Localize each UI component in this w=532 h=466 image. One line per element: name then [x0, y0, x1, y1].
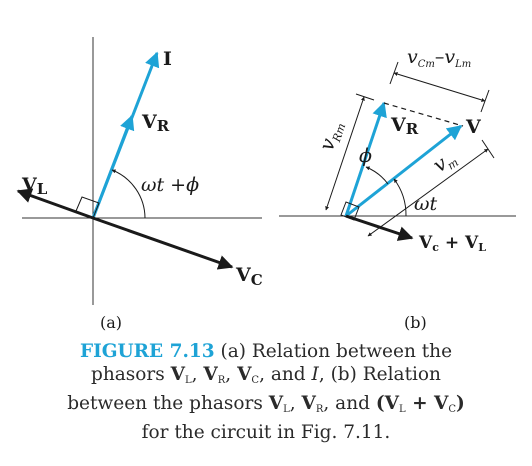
phasor-VR-a	[91, 114, 135, 219]
dim-tick-right	[480, 89, 490, 113]
label-VC-a: VC	[235, 264, 263, 289]
angle-arc-phi-b	[365, 166, 389, 185]
dim-vm-tick	[481, 139, 495, 159]
panel-label-b: (b)	[404, 313, 427, 332]
angle-arc-omega-b	[393, 178, 407, 217]
label-vcm-vlm: vCm–vLm	[407, 46, 471, 70]
label-vrm: vRm	[314, 117, 348, 154]
dim-vrm	[325, 96, 365, 211]
right-angle-box-a	[75, 196, 100, 219]
panel-a: I VR VL VC ωt +ϕ (a)	[16, 37, 263, 332]
label-VL-a: VL	[21, 174, 48, 198]
label-VcVL-b: Vc + VL	[418, 233, 486, 254]
phasor-VcVL-b	[345, 214, 414, 241]
label-VR-b: VR	[390, 114, 419, 138]
label-omega-t-b: ωt	[414, 193, 437, 215]
label-V-b: V	[465, 116, 482, 138]
caption-line-3: between the phasors VL, VR, and (VL + VC…	[67, 393, 465, 415]
dim-vcm-vlm	[393, 72, 486, 102]
panel-b: vCm–vLm vRm VR V ϕ vm ωt Vc + VL (b)	[279, 46, 516, 332]
phasor-VL-a	[16, 188, 94, 220]
label-I-a: I	[163, 48, 172, 70]
label-phi-b: ϕ	[359, 145, 372, 167]
dim-vm	[367, 148, 489, 237]
caption-line-4: for the circuit in Fig. 7.11.	[141, 422, 391, 443]
figure-caption: FIGURE 7.13 (a) Relation between the pha…	[0, 340, 532, 444]
angle-arc-a	[111, 169, 146, 219]
caption-line-1: FIGURE 7.13 (a) Relation between the	[79, 341, 453, 362]
phasor-VC-a	[92, 216, 234, 270]
panel-label-a: (a)	[100, 313, 122, 332]
caption-title: FIGURE 7.13	[79, 341, 215, 362]
dashed-link-b	[383, 102, 464, 127]
dim-tick-left	[389, 61, 399, 85]
label-angle-a: ωt +ϕ	[141, 174, 199, 196]
label-VR-a: VR	[141, 111, 170, 135]
dim-vrm-tick	[355, 93, 375, 101]
caption-line-2: phasors VL, VR, VC, and I, (b) Relation	[91, 364, 441, 386]
label-vm: vm	[428, 145, 461, 179]
